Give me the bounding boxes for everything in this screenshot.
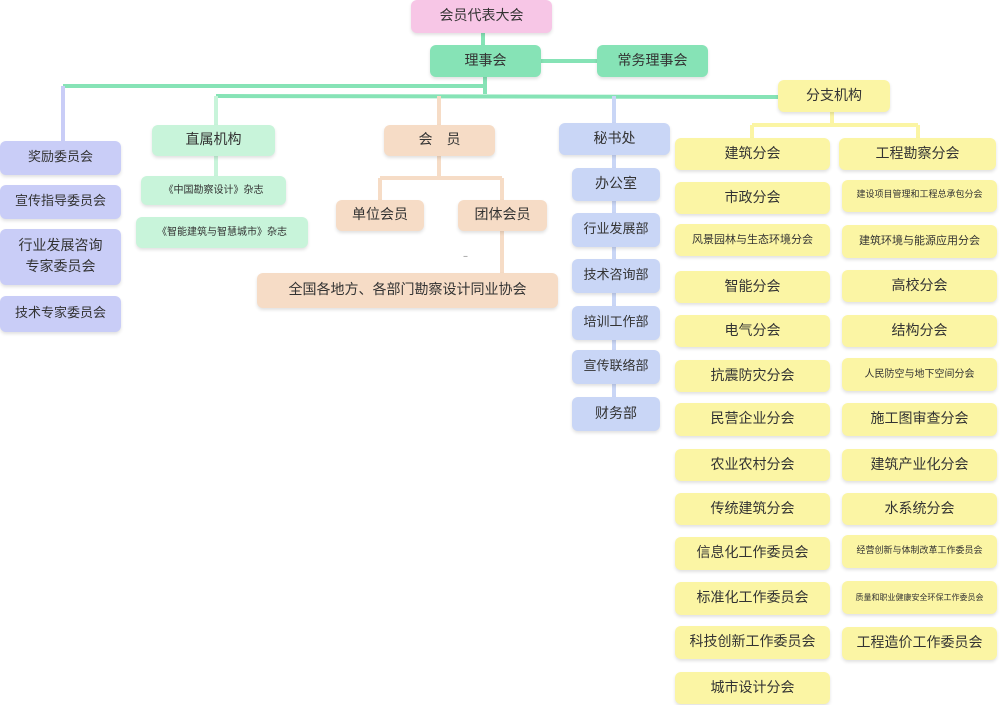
branch-cost: 工程造价工作委员会 <box>842 627 997 660</box>
branch-agriculture: 农业农村分会 <box>675 449 830 481</box>
branch-private-enterprise: 民营企业分会 <box>675 403 830 436</box>
branch-industrialization: 建筑产业化分会 <box>842 449 997 481</box>
committee-consulting-experts: 行业发展咨询专家委员会 <box>0 229 121 285</box>
dept-tech-consulting: 技术咨询部 <box>572 259 660 293</box>
branch-drawing-review: 施工图审查分会 <box>842 403 997 436</box>
branch-structure: 结构分会 <box>842 315 997 347</box>
branch-water-system: 水系统分会 <box>842 493 997 525</box>
committee-publicity: 宣传指导委员会 <box>0 185 121 219</box>
branch-standardization: 标准化工作委员会 <box>675 582 830 615</box>
journal-smart-building: 《智能建筑与智慧城市》杂志 <box>136 217 308 248</box>
branch-civil-defense: 人民防空与地下空间分会 <box>842 358 997 391</box>
dept-publicity-liaison: 宣传联络部 <box>572 350 660 384</box>
local-associations-node: 全国各地方、各部门勘察设计同业协会 <box>257 273 558 308</box>
group-members-node: 团体会员 <box>458 200 547 231</box>
dept-office: 办公室 <box>572 168 660 201</box>
branch-engineering-survey: 工程勘察分会 <box>839 138 996 170</box>
branch-universities: 高校分会 <box>842 270 997 302</box>
congress-node: 会员代表大会 <box>411 0 552 33</box>
branch-quality-safety: 质量和职业健康安全环保工作委员会 <box>842 581 997 614</box>
branch-intelligent: 智能分会 <box>675 271 830 303</box>
dash-mark: – <box>463 251 468 262</box>
standing-council-node: 常务理事会 <box>597 45 708 77</box>
branch-architecture: 建筑分会 <box>675 138 830 170</box>
branch-management-innovation: 经营创新与体制改革工作委员会 <box>842 535 997 568</box>
branch-building-environment: 建筑环境与能源应用分会 <box>842 225 997 258</box>
branch-electrical: 电气分会 <box>675 315 830 347</box>
journal-china-survey-design: 《中国勘察设计》杂志 <box>141 176 286 205</box>
branch-tech-innovation: 科技创新工作委员会 <box>675 626 830 659</box>
direct-institutions-node: 直属机构 <box>152 125 275 156</box>
council-node: 理事会 <box>430 45 541 77</box>
branch-project-management: 建设项目管理和工程总承包分会 <box>842 180 997 212</box>
branch-urban-design: 城市设计分会 <box>675 672 830 704</box>
branch-landscape: 风景园林与生态环境分会 <box>675 224 830 256</box>
members-node: 会 员 <box>384 125 495 156</box>
committee-award: 奖励委员会 <box>0 141 121 175</box>
dept-finance: 财务部 <box>572 397 660 431</box>
branch-informatization: 信息化工作委员会 <box>675 537 830 570</box>
branch-municipal: 市政分会 <box>675 182 830 214</box>
branch-seismic: 抗震防灾分会 <box>675 360 830 392</box>
branches-node: 分支机构 <box>778 80 890 112</box>
committee-tech-experts: 技术专家委员会 <box>0 296 121 332</box>
secretariat-node: 秘书处 <box>559 123 670 155</box>
dept-industry-development: 行业发展部 <box>572 213 660 247</box>
branch-traditional-architecture: 传统建筑分会 <box>675 493 830 525</box>
unit-members-node: 单位会员 <box>336 200 424 231</box>
dept-training: 培训工作部 <box>572 306 660 340</box>
